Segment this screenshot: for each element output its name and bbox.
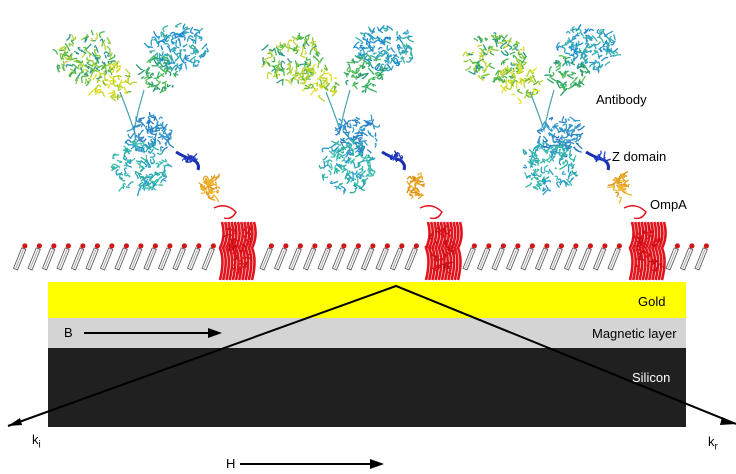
lipid-molecule-icon <box>27 243 42 271</box>
lipid-molecule-icon <box>534 243 550 271</box>
lipid-molecule-icon <box>157 243 173 271</box>
b-field-label: B <box>64 325 73 340</box>
lipid-molecule-icon <box>346 243 361 271</box>
lipid-molecule-icon <box>520 243 535 271</box>
antibody-icon <box>462 24 622 196</box>
lipid-molecule-icon <box>143 243 158 271</box>
lipid-molecule-icon <box>505 243 521 271</box>
antibody-assembly <box>462 24 667 281</box>
lipid-molecule-icon <box>592 243 608 271</box>
silicon-layer <box>48 347 686 427</box>
lipid-molecule-icon <box>476 243 492 271</box>
lipid-molecule-icon <box>375 243 390 271</box>
ompa-barrel-icon <box>623 205 667 281</box>
k-incident-subscript: i <box>38 439 41 451</box>
z-domain-icon <box>198 173 221 202</box>
h-field-arrow <box>240 459 384 469</box>
lipid-molecule-icon <box>331 243 347 271</box>
reflected-wavevector-label: kr <box>708 434 718 453</box>
k-reflected-letter: k <box>708 434 715 449</box>
z-domain-icon <box>606 171 633 204</box>
lipid-molecule-icon <box>389 243 405 271</box>
antibody-label: Antibody <box>596 92 647 107</box>
lipid-molecule-icon <box>288 243 303 271</box>
ompa-barrel-icon <box>419 205 463 281</box>
lipid-monolayer <box>12 243 709 271</box>
lipid-molecule-icon <box>694 243 709 271</box>
lipid-molecule-icon <box>273 243 289 271</box>
b-field-arrow <box>84 328 222 338</box>
protein-assemblies <box>52 22 667 281</box>
z-domain-label: Z domain <box>612 149 667 164</box>
magnetic-layer-label: Magnetic layer <box>592 326 677 341</box>
lipid-molecule-icon <box>70 243 86 271</box>
antibody-icon <box>52 22 209 197</box>
lipid-molecule-icon <box>114 243 129 271</box>
lipid-molecule-icon <box>563 243 579 271</box>
lipid-molecule-icon <box>12 243 28 271</box>
lipid-molecule-icon <box>172 243 187 271</box>
ompa-barrel-icon <box>213 205 257 281</box>
lipid-molecule-icon <box>578 243 593 271</box>
gold-label: Gold <box>638 294 666 309</box>
lipid-molecule-icon <box>491 243 506 271</box>
antibody-assembly <box>261 25 463 281</box>
z-domain-icon <box>406 172 426 200</box>
lipid-molecule-icon <box>549 243 564 271</box>
lipid-molecule-icon <box>85 243 100 271</box>
antibody-assembly <box>52 22 257 281</box>
light-path <box>7 284 736 427</box>
ompa-label: OmpA <box>650 197 687 212</box>
k-incident-letter: k <box>32 432 39 447</box>
lipid-molecule-icon <box>259 243 274 271</box>
lipid-molecule-icon <box>317 243 332 271</box>
incident-wavevector-label: ki <box>32 432 41 451</box>
lipid-molecule-icon <box>462 243 477 271</box>
lipid-molecule-icon <box>607 243 622 271</box>
lipid-molecule-icon <box>41 243 57 271</box>
lipid-molecule-icon <box>99 243 115 271</box>
lipid-molecule-icon <box>679 243 695 271</box>
lipid-molecule-icon <box>128 243 144 271</box>
incident-arrow-head <box>8 418 22 426</box>
lipid-molecule-icon <box>302 243 318 271</box>
lipid-molecule-icon <box>186 243 202 271</box>
lipid-molecule-icon <box>360 243 376 271</box>
h-field-label: H <box>226 456 236 471</box>
lipid-molecule-icon <box>56 243 71 271</box>
antibody-icon <box>261 25 415 195</box>
silicon-label: Silicon <box>632 370 671 385</box>
lipid-molecule-icon <box>665 243 680 271</box>
lipid-molecule-icon <box>201 243 216 271</box>
gold-layer <box>48 282 686 318</box>
lipid-molecule-icon <box>404 243 419 271</box>
k-reflected-subscript: r <box>714 441 718 453</box>
reflected-arrow-head <box>720 417 736 425</box>
